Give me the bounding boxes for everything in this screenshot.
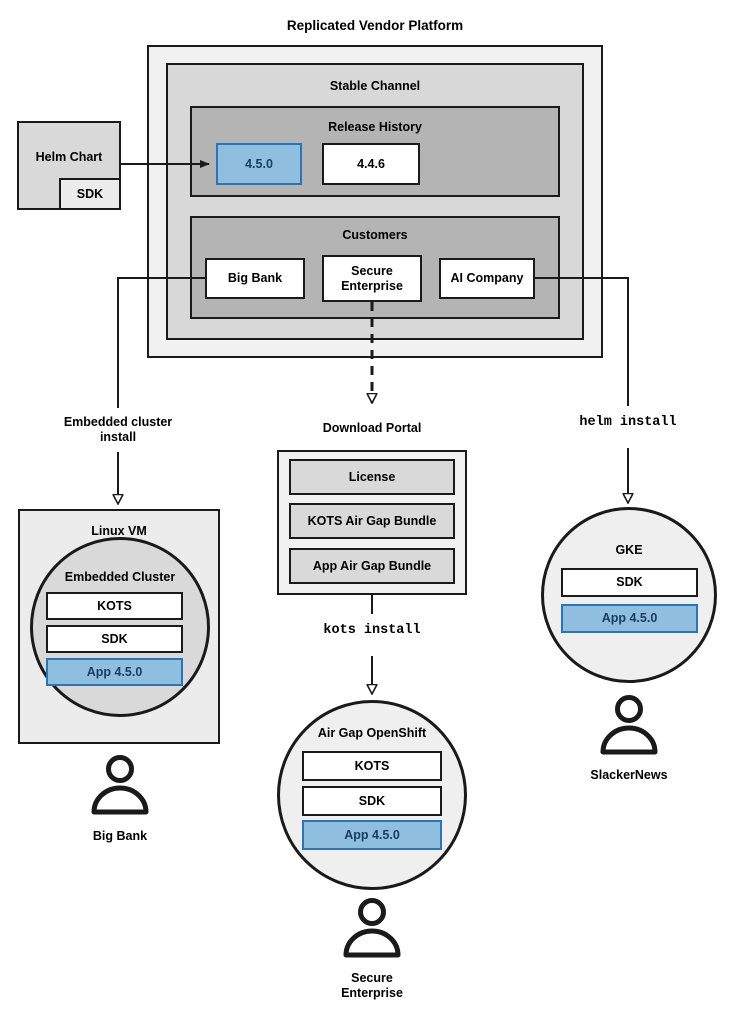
- gke-component-app[interactable]: App 4.5.0: [561, 604, 698, 633]
- airgap-component-sdk[interactable]: SDK: [302, 786, 442, 816]
- helm-chart-label: Helm Chart: [35, 150, 103, 164]
- linux-vm-component-sdk[interactable]: SDK: [46, 625, 183, 653]
- release-chip-4-4-6[interactable]: 4.4.6: [322, 143, 420, 185]
- diagram-title: Replicated Vendor Platform: [286, 18, 464, 33]
- gke-label: GKE: [615, 543, 643, 557]
- customer-label-secure-enterprise: Secure Enterprise: [341, 971, 403, 1000]
- download-portal-item-license[interactable]: License: [289, 459, 455, 495]
- release-chip-4-5-0[interactable]: 4.5.0: [216, 143, 302, 185]
- customer-label-slackernews: SlackerNews: [590, 768, 668, 782]
- linux-vm-component-kots[interactable]: KOTS: [46, 592, 183, 620]
- install-label-helm: helm install: [579, 415, 677, 430]
- release-history-title: Release History: [328, 120, 422, 134]
- airgap-component-kots[interactable]: KOTS: [302, 751, 442, 781]
- helm-chart-sdk-node[interactable]: SDK: [59, 178, 121, 210]
- avatar-slackernews: [600, 695, 658, 755]
- stable-channel-title: Stable Channel: [329, 79, 421, 93]
- download-portal-item-kots-air-gap-bundle[interactable]: KOTS Air Gap Bundle: [289, 503, 455, 539]
- airgap-openshift-label: Air Gap OpenShift: [317, 726, 427, 740]
- linux-vm-label: Linux VM: [91, 524, 147, 538]
- linux-vm-component-app[interactable]: App 4.5.0: [46, 658, 183, 686]
- airgap-component-app[interactable]: App 4.5.0: [302, 820, 442, 850]
- install-label-embedded-cluster: Embedded cluster install: [63, 415, 173, 444]
- install-label-kots: kots install: [323, 623, 421, 638]
- gke-component-sdk[interactable]: SDK: [561, 568, 698, 597]
- avatar-secure-enterprise: [343, 898, 401, 958]
- customer-chip-ai-company[interactable]: AI Company: [439, 258, 535, 299]
- customers-title: Customers: [342, 228, 408, 242]
- embedded-cluster-label: Embedded Cluster: [64, 570, 176, 584]
- download-portal-title: Download Portal: [322, 421, 422, 435]
- download-portal-item-app-air-gap-bundle[interactable]: App Air Gap Bundle: [289, 548, 455, 584]
- customer-chip-secure-enterprise[interactable]: Secure Enterprise: [322, 255, 422, 302]
- avatar-big-bank: [91, 755, 149, 815]
- customer-label-big-bank: Big Bank: [92, 829, 148, 843]
- customer-chip-big-bank[interactable]: Big Bank: [205, 258, 305, 299]
